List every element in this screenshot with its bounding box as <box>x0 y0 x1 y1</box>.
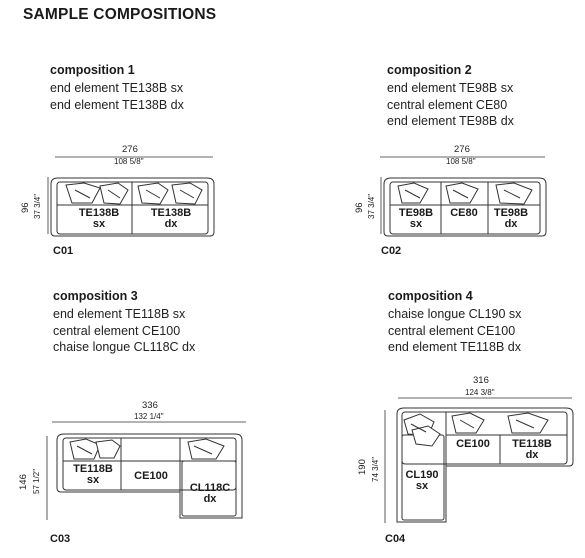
c02-width-cm: 276 <box>454 144 470 155</box>
composition-2-line: central element CE80 <box>387 97 508 112</box>
module-code: CL118C <box>189 482 231 494</box>
c03-width-cm: 336 <box>142 400 158 411</box>
c01-module-1: TE138B sx <box>78 208 120 230</box>
c01-width-cm: 276 <box>122 144 138 155</box>
c02-module-3: TE98B dx <box>491 208 531 230</box>
composition-3-heading: composition 3 <box>53 289 138 303</box>
c02-module-1: TE98B sx <box>396 208 436 230</box>
module-side: sx <box>92 218 106 230</box>
c04-module-2: CE100 <box>452 439 494 450</box>
composition-1-line: end element TE138B sx <box>50 81 184 95</box>
module-code: TE118B <box>73 463 113 475</box>
c04-module-1: CL190 sx <box>402 470 442 492</box>
module-side: sx <box>415 480 429 492</box>
module-side: sx <box>86 474 100 486</box>
module-code: CE80 <box>450 207 478 219</box>
c02-module-2: CE80 <box>444 208 484 219</box>
composition-3-line: central element CE100 <box>53 323 181 338</box>
c04-code: C04 <box>385 533 406 545</box>
c03-depth-in: 57 1/2" <box>32 468 41 494</box>
composition-2-line: end element TE98B sx <box>387 81 514 95</box>
c04-depth-in: 74 3/4" <box>371 456 380 482</box>
composition-3-description: end element TE118B sx central element CE… <box>53 306 195 356</box>
module-code: CE100 <box>134 470 168 482</box>
composition-4-line: central element CE100 <box>388 323 516 338</box>
composition-2-line: end element TE98B dx <box>387 114 514 128</box>
c02-width-in: 108 5/8" <box>446 157 476 166</box>
c01-module-2: TE138B dx <box>150 208 192 230</box>
module-code: TE98B <box>398 207 434 219</box>
c04-module-3: TE118B dx <box>510 439 554 461</box>
composition-2-description: end element TE98B sx central element CE8… <box>387 80 514 130</box>
composition-3-line: chaise longue CL118C dx <box>53 340 196 354</box>
page-title: SAMPLE COMPOSITIONS <box>23 6 217 23</box>
module-side: dx <box>164 218 178 230</box>
module-side: dx <box>504 218 518 230</box>
c01-sofa-drawing <box>50 177 215 237</box>
composition-4-heading: composition 4 <box>388 289 473 303</box>
module-code: TE118B <box>512 438 552 450</box>
module-code: TE98B <box>493 207 529 219</box>
c04-width-in: 124 3/8" <box>465 388 495 397</box>
c01-width-in: 108 5/8" <box>114 157 144 166</box>
module-code: TE138B <box>150 207 192 219</box>
composition-1-description: end element TE138B sx end element TE138B… <box>50 80 184 113</box>
composition-1-line: end element TE138B dx <box>50 97 184 112</box>
module-code: CL190 <box>405 469 439 481</box>
c03-module-3: CL118C dx <box>188 483 232 505</box>
module-side: dx <box>525 449 539 461</box>
c02-sofa-drawing <box>383 177 547 237</box>
module-side: dx <box>203 493 217 505</box>
c04-sofa-drawing <box>396 407 574 523</box>
module-code: TE138B <box>78 207 120 219</box>
c02-code: C02 <box>381 245 402 257</box>
composition-4-description: chaise longue CL190 sx central element C… <box>388 306 521 356</box>
composition-2-heading: composition 2 <box>387 63 472 77</box>
composition-4-line: end element TE118B dx <box>388 340 521 354</box>
c03-module-1: TE118B sx <box>72 464 114 486</box>
c02-depth-cm: 96 <box>354 202 365 213</box>
module-side: sx <box>409 218 423 230</box>
c02-depth-in: 37 3/4" <box>367 193 376 219</box>
composition-1-heading: composition 1 <box>50 63 135 77</box>
module-code: CE100 <box>456 438 490 450</box>
c04-width-cm: 316 <box>473 375 489 386</box>
c03-depth-cm: 146 <box>18 474 29 490</box>
c01-depth-cm: 96 <box>20 202 31 213</box>
c03-module-2: CE100 <box>130 471 172 482</box>
c03-code: C03 <box>50 533 71 545</box>
c01-code: C01 <box>53 245 74 257</box>
c03-width-in: 132 1/4" <box>134 412 164 421</box>
composition-4-line: chaise longue CL190 sx <box>388 307 522 321</box>
c03-sofa-drawing <box>56 433 243 519</box>
c01-depth-in: 37 3/4" <box>33 193 42 219</box>
composition-3-line: end element TE118B sx <box>53 307 186 321</box>
c04-depth-cm: 190 <box>357 459 368 475</box>
